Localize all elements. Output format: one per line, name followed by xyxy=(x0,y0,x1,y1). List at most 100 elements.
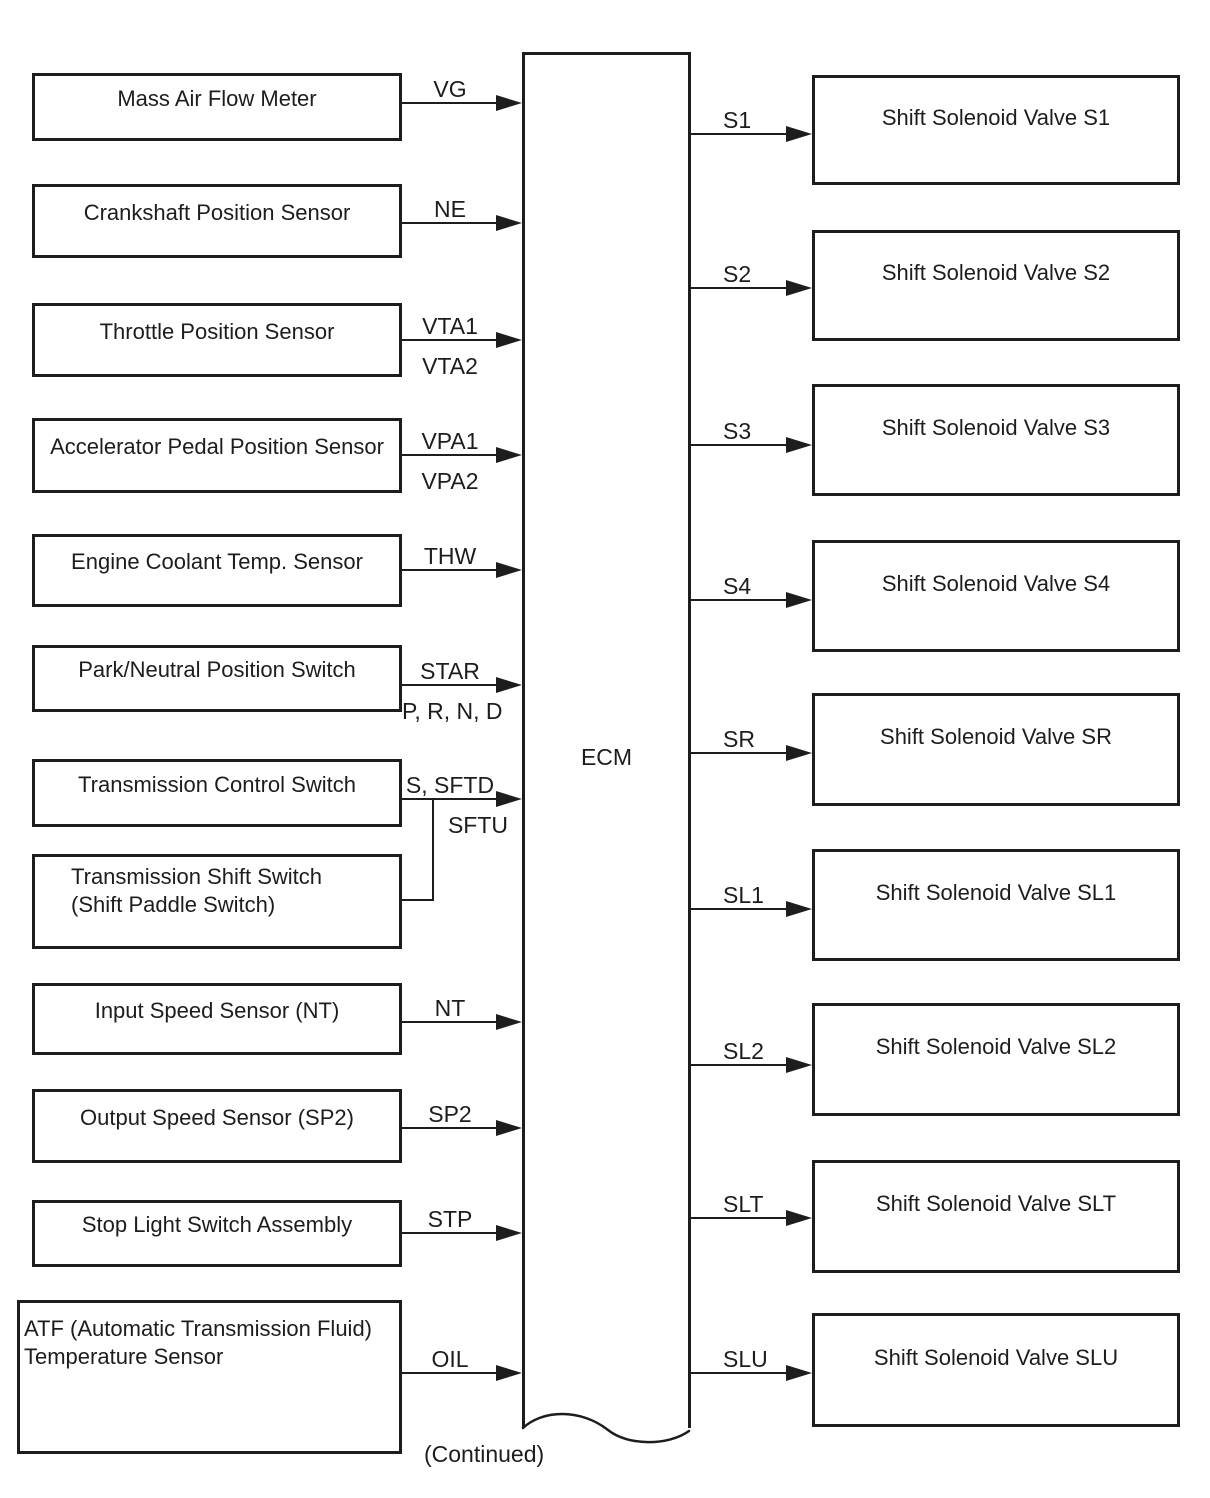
solenoid-label: Shift Solenoid Valve SL2 xyxy=(875,1034,1117,1059)
sensor-box-mass-air-flow-meter: Mass Air Flow Meter xyxy=(32,73,402,141)
signal-label-sp2: SP2 xyxy=(428,1101,472,1127)
sensor-label: Engine Coolant Temp. Sensor xyxy=(71,549,363,574)
sensor-label-line2: Temperature Sensor xyxy=(24,1344,224,1369)
sensor-box-throttle-position-sensor: Throttle Position Sensor xyxy=(32,303,402,377)
solenoid-box-sr: Shift Solenoid Valve SR xyxy=(812,693,1180,806)
signal-label-star: STAR xyxy=(420,658,480,684)
sensor-box-park-neutral-position-switch: Park/Neutral Position Switch xyxy=(32,645,402,712)
solenoid-box-sl2: Shift Solenoid Valve SL2 xyxy=(812,1003,1180,1116)
solenoid-label: Shift Solenoid Valve S2 xyxy=(881,260,1111,285)
solenoid-box-s4: Shift Solenoid Valve S4 xyxy=(812,540,1180,652)
arrowhead-sl1 xyxy=(786,901,812,917)
arrowhead-ne xyxy=(496,215,522,231)
signal-label-vpa1: VPA1 xyxy=(421,428,479,454)
signal-label-vg: VG xyxy=(433,76,467,102)
sensor-label: Stop Light Switch Assembly xyxy=(81,1212,353,1237)
solenoid-box-s1: Shift Solenoid Valve S1 xyxy=(812,75,1180,185)
arrowhead-slt xyxy=(786,1210,812,1226)
signal-label-slu: SLU xyxy=(723,1346,768,1372)
arrowhead-sftd xyxy=(496,791,522,807)
wire-s2 xyxy=(691,287,787,289)
sensor-box-atf-temperature-sensor: ATF (Automatic Transmission Fluid) Tempe… xyxy=(17,1300,402,1454)
wire-sftd xyxy=(402,798,498,800)
signal-label-thw: THW xyxy=(423,543,477,569)
sensor-label: Accelerator Pedal Position Sensor xyxy=(50,434,384,459)
sensor-label: Input Speed Sensor (NT) xyxy=(94,997,340,1023)
solenoid-label: Shift Solenoid Valve SLT xyxy=(875,1191,1117,1216)
wire-stp xyxy=(402,1232,498,1234)
wire-sr xyxy=(691,752,787,754)
signal-label-s-sftd: S, SFTD xyxy=(405,772,495,798)
arrowhead-oil xyxy=(496,1365,522,1381)
sensor-box-transmission-control-switch: Transmission Control Switch xyxy=(32,759,402,827)
sensor-label: Park/Neutral Position Switch xyxy=(78,657,356,682)
solenoid-box-slu: Shift Solenoid Valve SLU xyxy=(812,1313,1180,1427)
sensor-box-accelerator-pedal-position-sensor: Accelerator Pedal Position Sensor xyxy=(32,418,402,493)
wire-vg xyxy=(402,102,498,104)
sensor-box-engine-coolant-temp-sensor: Engine Coolant Temp. Sensor xyxy=(32,534,402,607)
wire-star xyxy=(402,684,498,686)
arrowhead-vg xyxy=(496,95,522,111)
solenoid-label: Shift Solenoid Valve S1 xyxy=(881,104,1111,130)
signal-label-s3: S3 xyxy=(723,418,752,444)
signal-label-s2: S2 xyxy=(723,261,752,287)
arrowhead-s2 xyxy=(786,280,812,296)
wire-slt xyxy=(691,1217,787,1219)
signal-label-slt: SLT xyxy=(723,1191,764,1217)
sensor-label: Crankshaft Position Sensor xyxy=(83,199,351,225)
sensor-box-crankshaft-position-sensor: Crankshaft Position Sensor xyxy=(32,184,402,258)
arrowhead-sr xyxy=(786,745,812,761)
solenoid-label: Shift Solenoid Valve SR xyxy=(880,724,1112,749)
signal-label-sftu: SFTU xyxy=(447,812,509,838)
signal-label-sr: SR xyxy=(723,726,755,752)
signal-label-s4: S4 xyxy=(723,573,752,599)
wire-sl1 xyxy=(691,908,787,910)
ecm-torn-edge xyxy=(521,1412,691,1444)
sensor-label: Mass Air Flow Meter xyxy=(117,85,317,111)
shift-switch-connector-vertical xyxy=(432,800,434,901)
signal-label-s1: S1 xyxy=(723,107,752,133)
signal-label-vpa2: VPA2 xyxy=(421,468,479,494)
sensor-label-line1: ATF (Automatic Transmission Fluid) xyxy=(24,1316,373,1341)
wire-s3 xyxy=(691,444,787,446)
sensor-label: Transmission Control Switch xyxy=(78,771,356,797)
solenoid-label: Shift Solenoid Valve S3 xyxy=(881,414,1111,440)
solenoid-box-s3: Shift Solenoid Valve S3 xyxy=(812,384,1180,496)
arrowhead-slu xyxy=(786,1365,812,1381)
arrowhead-vta xyxy=(496,332,522,348)
arrowhead-s3 xyxy=(786,437,812,453)
signal-label-prnd: P, R, N, D xyxy=(402,698,503,724)
signal-label-nt: NT xyxy=(434,995,466,1021)
arrowhead-star xyxy=(496,677,522,693)
signal-label-oil: OIL xyxy=(431,1346,469,1372)
solenoid-box-sl1: Shift Solenoid Valve SL1 xyxy=(812,849,1180,961)
arrowhead-s1 xyxy=(786,126,812,142)
ecm-torn-edge-path xyxy=(521,1412,691,1444)
wire-sp2 xyxy=(402,1127,498,1129)
sensor-box-stop-light-switch-assembly: Stop Light Switch Assembly xyxy=(32,1200,402,1267)
solenoid-label: Shift Solenoid Valve SL1 xyxy=(875,879,1117,905)
arrowhead-sp2 xyxy=(496,1120,522,1136)
wire-s1 xyxy=(691,133,787,135)
signal-label-vta2: VTA2 xyxy=(422,353,478,379)
wire-sl2 xyxy=(691,1064,787,1066)
solenoid-label: Shift Solenoid Valve S4 xyxy=(881,570,1111,596)
signal-label-stp: STP xyxy=(427,1206,473,1232)
sensor-label-line2: (Shift Paddle Switch) xyxy=(71,892,276,917)
shift-switch-connector-horizontal xyxy=(402,899,434,901)
sensor-box-transmission-shift-switch: Transmission Shift Switch (Shift Paddle … xyxy=(32,854,402,949)
arrowhead-sl2 xyxy=(786,1057,812,1073)
sensor-label-line1: Transmission Shift Switch xyxy=(71,864,323,889)
ecm-label: ECM xyxy=(580,744,633,770)
wire-vpa xyxy=(402,454,498,456)
signal-label-sl2: SL2 xyxy=(723,1038,764,1064)
signal-label-sl1: SL1 xyxy=(723,882,764,908)
solenoid-box-s2: Shift Solenoid Valve S2 xyxy=(812,230,1180,341)
wire-nt xyxy=(402,1021,498,1023)
wire-thw xyxy=(402,569,498,571)
arrowhead-vpa xyxy=(496,447,522,463)
sensor-box-input-speed-sensor: Input Speed Sensor (NT) xyxy=(32,983,402,1055)
wire-ne xyxy=(402,222,498,224)
arrowhead-nt xyxy=(496,1014,522,1030)
solenoid-label: Shift Solenoid Valve SLU xyxy=(873,1344,1119,1370)
